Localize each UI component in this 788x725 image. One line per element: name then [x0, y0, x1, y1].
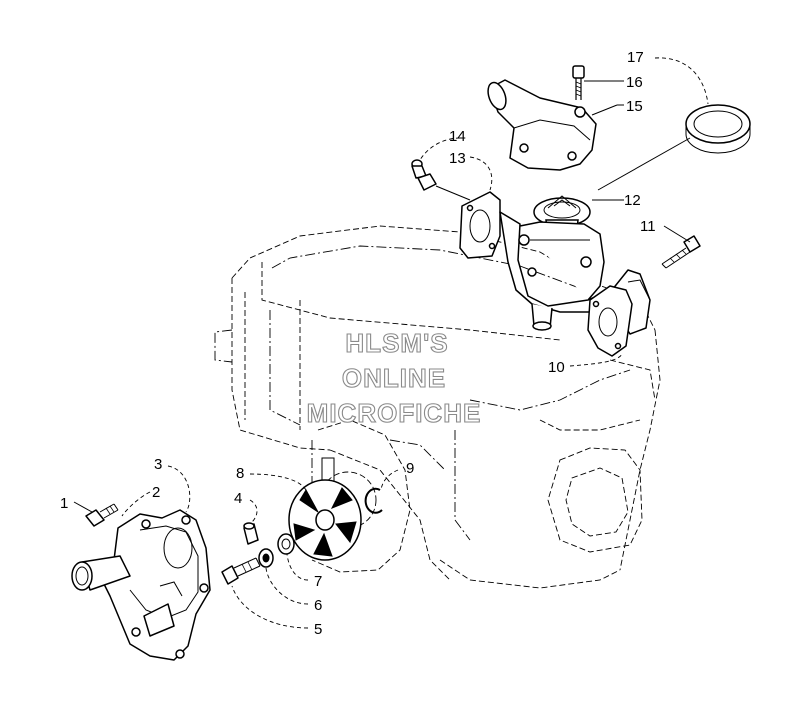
watermark-line-2: ONLINE [342, 363, 446, 393]
part-11-bolt [661, 235, 701, 269]
part-6-washer [258, 548, 274, 568]
callout-3: 3 [154, 456, 162, 473]
callout-9: 9 [406, 460, 414, 477]
part-3-pump-cover [71, 509, 211, 661]
part-8-impeller [288, 457, 362, 561]
callout-15: 15 [626, 98, 643, 115]
callout-17: 17 [627, 49, 644, 66]
callout-1: 1 [60, 495, 68, 512]
callout-11: 11 [640, 218, 656, 235]
callout-10: 10 [548, 359, 565, 376]
callout-dashes [617, 80, 624, 201]
callout-labels: 1 2 3 4 5 6 7 8 9 10 11 12 13 14 15 16 1… [60, 49, 656, 638]
part-16-bolt [572, 65, 585, 100]
callout-6: 6 [314, 597, 322, 614]
watermark-line-1: HLSM'S [345, 328, 448, 358]
callout-16: 16 [626, 74, 643, 91]
callout-2: 2 [152, 484, 160, 501]
watermark-line-3: MICROFICHE [307, 398, 482, 428]
callout-8: 8 [236, 465, 244, 482]
part-17-seal [685, 104, 751, 154]
part-15-outlet-elbow [487, 79, 597, 171]
callout-14: 14 [449, 128, 466, 145]
callout-7: 7 [314, 573, 322, 590]
watermark: HLSM'S ONLINE MICROFICHE [306, 327, 482, 428]
part-4-dowel-pin [243, 522, 259, 545]
part-7-washer [277, 533, 295, 555]
callout-5: 5 [314, 621, 322, 638]
part-14-temp-sensor [411, 159, 471, 201]
part-5-bolt [221, 557, 261, 585]
part-1-bolt [85, 503, 119, 527]
callout-4: 4 [234, 490, 242, 507]
callout-12: 12 [624, 192, 641, 209]
leader-lines [73, 57, 709, 629]
part-9-circlip [364, 487, 383, 514]
callout-13: 13 [449, 150, 466, 167]
part-13-gasket [459, 191, 501, 259]
part-10-housing [499, 211, 651, 357]
